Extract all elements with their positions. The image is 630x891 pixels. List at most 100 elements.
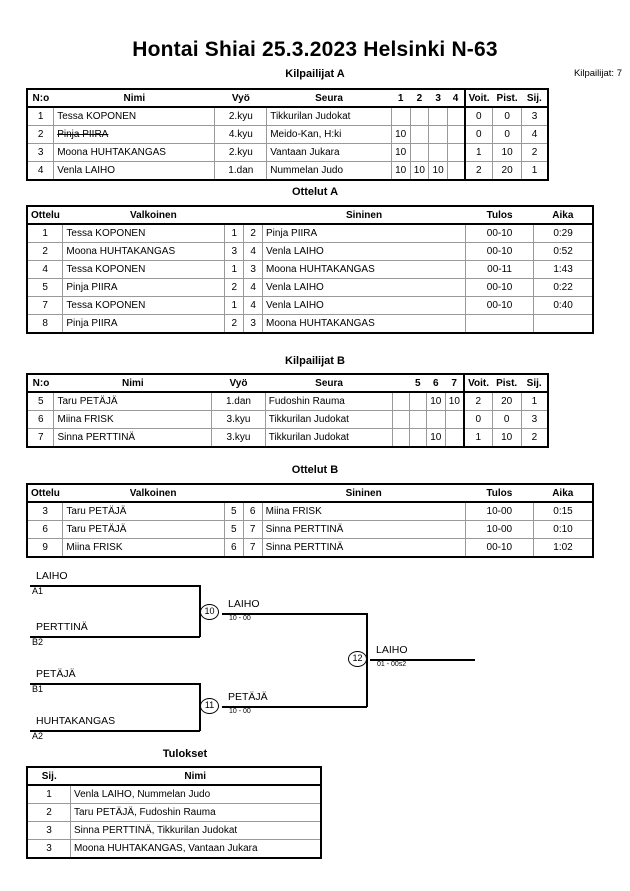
pool-col-header: Pist.	[492, 374, 522, 393]
bracket-node-10[interactable]: 10	[200, 604, 219, 620]
bracket-join-semifinal-top	[199, 585, 201, 637]
blue-seed: 6	[242, 501, 263, 521]
competitor-club: Tikkurilan Judokat	[264, 410, 394, 429]
result-name: Venla LAIHO, Nummelan Judo	[69, 784, 322, 804]
match-score-cell	[444, 428, 465, 448]
result-name: Moona HUHTAKANGAS, Vantaan Jukara	[69, 839, 322, 859]
competitor-wins: 0	[463, 106, 494, 126]
pool-col-header: Sij.	[521, 374, 548, 393]
bracket-winner-semifinal-top: LAIHO	[228, 598, 260, 610]
match-score-cell: 10	[390, 125, 411, 144]
white-competitor: Moona HUHTAKANGAS	[62, 242, 226, 261]
competitor-rank: 3	[521, 106, 549, 126]
white-seed: 3	[224, 242, 245, 261]
result-name: Taru PETÄJÄ, Fudoshin Rauma	[69, 803, 322, 822]
bracket-node-11[interactable]: 11	[200, 698, 219, 714]
match-col-header	[224, 206, 244, 225]
bracket-entry-name-1: LAIHO	[36, 570, 68, 582]
pool-col-header: N:o	[27, 89, 54, 108]
competitor-number: 7	[26, 428, 55, 448]
white-competitor: Tessa KOPONEN	[62, 260, 226, 279]
pool-col-header: Seura	[265, 374, 393, 393]
match-score-cell: 10	[425, 391, 446, 411]
blue-competitor: Venla LAIHO	[262, 242, 466, 261]
match-score-cell	[446, 125, 466, 144]
white-seed: 2	[224, 314, 245, 334]
competitor-club: Vantaan Jukara	[266, 143, 392, 162]
match-number: 9	[26, 538, 64, 558]
competitor-number: 5	[26, 391, 55, 411]
blue-seed: 3	[243, 260, 264, 279]
competitor-points: 0	[492, 125, 523, 144]
pool-col-header: Vyö	[211, 374, 266, 393]
pool-col-header: Pist.	[492, 89, 522, 108]
match-time: 1:43	[533, 260, 594, 279]
competitor-wins: 0	[463, 410, 493, 429]
blue-competitor: Pinja PIIRA	[262, 223, 466, 243]
match-result: 00-10	[464, 538, 535, 558]
result-rank: 3	[26, 839, 71, 859]
entrants-count: Kilpailijat: 7	[573, 68, 622, 79]
match-score-cell: 10	[428, 161, 448, 181]
blue-seed: 2	[243, 223, 264, 243]
result-rank: 2	[26, 803, 71, 822]
match-score-cell	[425, 410, 446, 429]
match-score-cell	[409, 143, 430, 162]
blue-competitor: Moona HUHTAKANGAS	[262, 314, 466, 334]
competitor-wins: 1	[463, 428, 493, 448]
competitor-wins: 0	[463, 125, 494, 144]
bracket-score-semifinal-top: 10 - 00	[229, 615, 251, 622]
match-number: 4	[26, 260, 64, 279]
blue-seed: 4	[243, 242, 264, 261]
match-score-cell	[446, 143, 466, 162]
match-score-cell: 10	[390, 143, 411, 162]
pool-col-header: 1	[391, 89, 410, 108]
competitor-number: 6	[26, 410, 55, 429]
match-score-cell	[390, 106, 411, 126]
competitor-name: Moona HUHTAKANGAS	[53, 143, 216, 162]
match-col-header: Valkoinen	[62, 484, 225, 503]
competitor-club: Nummelan Judo	[266, 161, 392, 181]
competitor-rank: 1	[521, 161, 549, 181]
match-time: 0:15	[533, 501, 594, 521]
bracket-line-semifinal-bottom	[222, 706, 367, 708]
match-result: 10-00	[464, 501, 535, 521]
blue-competitor: Miina FRISK	[261, 501, 466, 521]
pool-col-header: N:o	[27, 374, 54, 393]
match-number: 1	[26, 223, 64, 243]
bracket-node-12[interactable]: 12	[348, 651, 367, 667]
competitor-rank: 2	[521, 143, 549, 162]
match-time: 0:29	[533, 223, 594, 243]
white-competitor: Pinja PIIRA	[62, 278, 226, 297]
bracket-line-entry-4	[30, 730, 200, 732]
competitor-belt: 1.dan	[211, 391, 266, 411]
match-score-cell	[444, 410, 465, 429]
competitor-points: 0	[491, 410, 522, 429]
pool-col-header	[392, 374, 410, 393]
competitor-number: 4	[26, 161, 55, 181]
match-score-cell	[428, 106, 448, 126]
match-score-cell	[408, 391, 427, 411]
pool-b-title: Kilpailijat B	[285, 355, 345, 367]
bracket-line-final	[370, 659, 475, 661]
competitor-name: Miina FRISK	[53, 410, 213, 429]
bracket-winner-final: LAIHO	[376, 644, 408, 656]
competitor-number: 2	[26, 125, 55, 144]
match-col-header: Ottelu	[27, 484, 63, 503]
match-time: 0:10	[533, 520, 594, 539]
competitor-rank: 3	[520, 410, 549, 429]
competitor-points: 10	[491, 428, 522, 448]
match-score-cell: 10	[390, 161, 411, 181]
match-col-header: Ottelu	[27, 206, 63, 225]
